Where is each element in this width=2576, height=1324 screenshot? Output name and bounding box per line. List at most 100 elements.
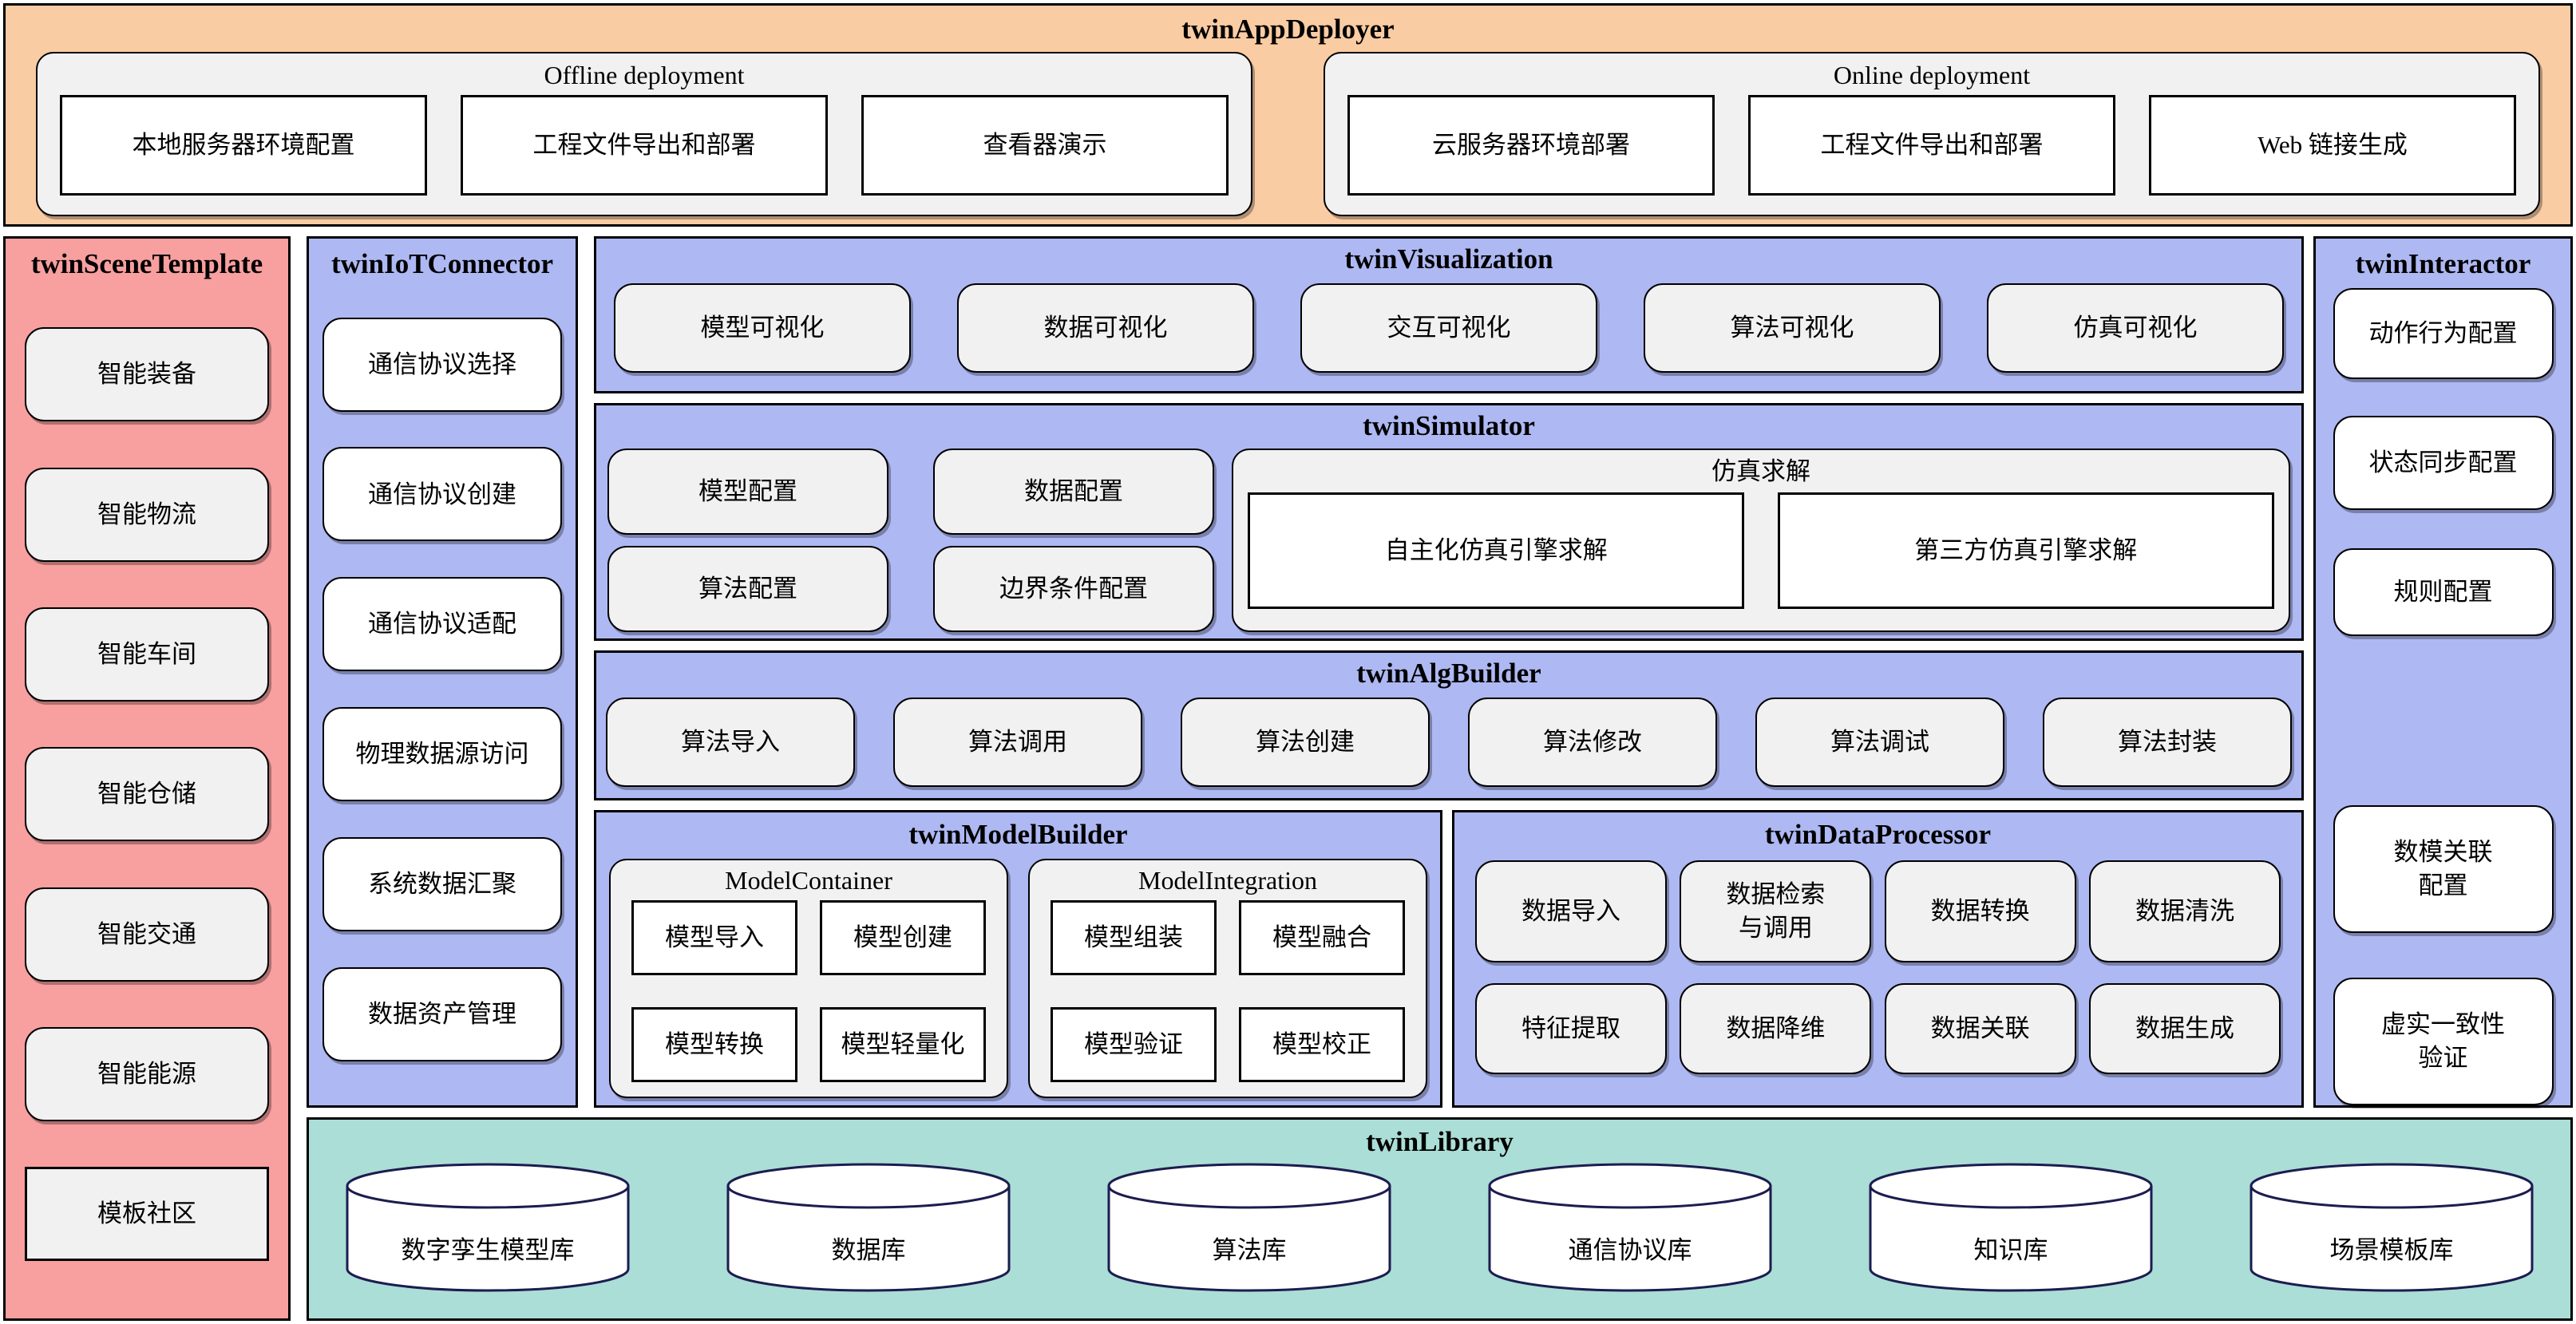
model-container-title: ModelContainer bbox=[725, 865, 892, 895]
model-integration-grid: 模型组装 模型融合 模型验证 模型校正 bbox=[1030, 900, 1426, 1083]
database-cylinder-algorithm-lib: 算法库 bbox=[1106, 1161, 1393, 1294]
scene-item-smart-workshop: 智能车间 bbox=[25, 607, 269, 702]
cylinder-label: 数字孪生模型库 bbox=[401, 1235, 575, 1264]
offline-deployment-boxes: 本地服务器环境配置 工程文件导出和部署 查看器演示 bbox=[38, 95, 1251, 196]
offline-item-viewer-demo: 查看器演示 bbox=[861, 95, 1229, 196]
panel-twin-iot-connector: twinIoTConnector 通信协议选择 通信协议创建 通信协议适配 物理… bbox=[307, 236, 578, 1108]
scene-item-smart-warehouse: 智能仓储 bbox=[25, 747, 269, 842]
model-builder-groups: ModelContainer 模型导入 模型创建 模型转换 模型轻量化 Mode… bbox=[596, 858, 1440, 1098]
inter-item-data-model-link-config: 数模关联 配置 bbox=[2333, 804, 2554, 933]
panel-twin-model-builder: twinModelBuilder ModelContainer 模型导入 模型创… bbox=[594, 810, 1442, 1108]
iot-item-system-data-aggregate: 系统数据汇聚 bbox=[322, 836, 562, 931]
visualization-title: twinVisualization bbox=[1344, 243, 1553, 275]
alg-item-create: 算法创建 bbox=[1181, 697, 1430, 787]
simulator-title: twinSimulator bbox=[1363, 410, 1535, 441]
solver-item-native-engine: 自主化仿真引擎求解 bbox=[1248, 492, 1745, 609]
scene-template-title: twinSceneTemplate bbox=[30, 248, 263, 279]
cylinder-icon bbox=[2250, 1163, 2534, 1292]
online-deployment-title: Online deployment bbox=[1833, 60, 2031, 89]
viz-item-model: 模型可视化 bbox=[614, 283, 911, 373]
inter-item-state-sync-config: 状态同步配置 bbox=[2333, 415, 2554, 510]
simulation-solver-title: 仿真求解 bbox=[1711, 456, 1810, 485]
alg-item-invoke: 算法调用 bbox=[893, 697, 1142, 787]
iot-item-protocol-select: 通信协议选择 bbox=[322, 317, 562, 412]
panel-twin-interactor: twinInteractor 动作行为配置 状态同步配置 规则配置 数模关联 配… bbox=[2313, 236, 2573, 1108]
mc-item-model-lightweight: 模型轻量化 bbox=[820, 1007, 986, 1083]
offline-deployment-title: Offline deployment bbox=[544, 60, 745, 89]
model-container-group: ModelContainer 模型导入 模型创建 模型转换 模型轻量化 bbox=[609, 858, 1008, 1098]
cylinder-label: 数据库 bbox=[831, 1235, 906, 1264]
inter-item-rule-config: 规则配置 bbox=[2333, 547, 2554, 636]
model-container-grid: 模型导入 模型创建 模型转换 模型轻量化 bbox=[611, 900, 1007, 1083]
iot-item-physical-data-access: 物理数据源访问 bbox=[322, 707, 562, 802]
mi-item-model-assemble: 模型组装 bbox=[1051, 900, 1217, 976]
database-cylinder-data-lib: 数据库 bbox=[725, 1161, 1012, 1294]
online-item-project-export-deploy: 工程文件导出和部署 bbox=[1748, 95, 2115, 196]
cylinder-icon bbox=[1488, 1163, 1772, 1292]
panel-twin-simulator: twinSimulator 模型配置 数据配置 算法配置 边界条件配置 仿真求解… bbox=[594, 403, 2304, 641]
data-processor-row-1: 数据导入 数据检索 与调用 数据转换 数据清洗 bbox=[1454, 860, 2301, 962]
inter-item-virtual-real-consistency: 虚实一致性 验证 bbox=[2333, 977, 2554, 1105]
interactor-title: twinInteractor bbox=[2355, 248, 2531, 279]
cylinder-icon bbox=[1107, 1163, 1391, 1292]
dp-item-data-associate: 数据关联 bbox=[1884, 982, 2076, 1074]
mi-item-model-fuse: 模型融合 bbox=[1239, 900, 1405, 976]
model-builder-title: twinModelBuilder bbox=[908, 819, 1128, 850]
visualization-list: 模型可视化 数据可视化 交互可视化 算法可视化 仿真可视化 bbox=[596, 283, 2301, 373]
dp-item-data-import: 数据导入 bbox=[1475, 860, 1667, 962]
panel-twin-library: twinLibrary 数字孪生模型库 数据库 bbox=[307, 1117, 2573, 1321]
solver-item-third-party-engine: 第三方仿真引擎求解 bbox=[1777, 492, 2274, 609]
simulator-config-grid: 模型配置 数据配置 算法配置 边界条件配置 bbox=[607, 448, 1214, 632]
offline-deployment-group: Offline deployment 本地服务器环境配置 工程文件导出和部署 查… bbox=[36, 51, 1252, 216]
online-item-cloud-server-deploy: 云服务器环境部署 bbox=[1347, 95, 1715, 196]
online-deployment-boxes: 云服务器环境部署 工程文件导出和部署 Web 链接生成 bbox=[1325, 95, 2538, 196]
scene-item-template-community: 模板社区 bbox=[25, 1167, 269, 1262]
scene-item-smart-equipment: 智能装备 bbox=[25, 327, 269, 422]
panel-twin-app-deployer: twinAppDeployer Offline deployment 本地服务器… bbox=[3, 3, 2573, 227]
sim-item-model-config: 模型配置 bbox=[607, 448, 888, 535]
simulation-solver-boxes: 自主化仿真引擎求解 第三方仿真引擎求解 bbox=[1233, 492, 2289, 609]
mi-item-model-verify: 模型验证 bbox=[1051, 1007, 1217, 1083]
panel-twin-alg-builder: twinAlgBuilder 算法导入 算法调用 算法创建 算法修改 算法调试 … bbox=[594, 650, 2304, 800]
online-deployment-group: Online deployment 云服务器环境部署 工程文件导出和部署 Web… bbox=[1324, 51, 2540, 216]
viz-item-data: 数据可视化 bbox=[957, 283, 1254, 373]
dp-item-data-generate: 数据生成 bbox=[2088, 982, 2281, 1074]
offline-item-project-export-deploy: 工程文件导出和部署 bbox=[461, 95, 828, 196]
cylinder-label: 知识库 bbox=[1973, 1235, 2048, 1264]
scene-template-list: 智能装备 智能物流 智能车间 智能仓储 智能交通 智能能源 模板社区 bbox=[6, 282, 288, 1307]
dp-item-data-convert: 数据转换 bbox=[1884, 860, 2076, 962]
panel-twin-visualization: twinVisualization 模型可视化 数据可视化 交互可视化 算法可视… bbox=[594, 236, 2304, 393]
scene-item-smart-energy: 智能能源 bbox=[25, 1027, 269, 1121]
interactor-list: 动作行为配置 状态同步配置 规则配置 数模关联 配置 虚实一致性 验证 bbox=[2316, 282, 2570, 1105]
cylinder-label: 场景模板库 bbox=[2329, 1235, 2454, 1264]
cylinder-icon bbox=[1869, 1163, 2153, 1292]
scene-item-smart-traffic: 智能交通 bbox=[25, 887, 269, 982]
alg-item-package: 算法封装 bbox=[2043, 697, 2292, 787]
iot-item-data-asset-manage: 数据资产管理 bbox=[322, 966, 562, 1061]
alg-item-debug: 算法调试 bbox=[1755, 697, 2004, 787]
iot-connector-list: 通信协议选择 通信协议创建 通信协议适配 物理数据源访问 系统数据汇聚 数据资产… bbox=[309, 282, 576, 1097]
library-title: twinLibrary bbox=[1366, 1126, 1514, 1157]
data-processor-row-2: 特征提取 数据降维 数据关联 数据生成 bbox=[1454, 982, 2301, 1074]
app-deployer-title: twinAppDeployer bbox=[1181, 14, 1395, 45]
offline-item-local-server-config: 本地服务器环境配置 bbox=[60, 95, 427, 196]
scene-item-smart-logistics: 智能物流 bbox=[25, 467, 269, 562]
mi-item-model-calibrate: 模型校正 bbox=[1239, 1007, 1405, 1083]
database-cylinder-protocol-lib: 通信协议库 bbox=[1486, 1161, 1774, 1294]
dp-item-data-clean: 数据清洗 bbox=[2088, 860, 2281, 962]
alg-builder-title: twinAlgBuilder bbox=[1356, 658, 1541, 689]
sim-item-algorithm-config: 算法配置 bbox=[607, 545, 888, 632]
viz-item-simulation: 仿真可视化 bbox=[1987, 283, 2284, 373]
sim-item-boundary-config: 边界条件配置 bbox=[933, 545, 1214, 632]
cylinder-label: 算法库 bbox=[1212, 1235, 1287, 1264]
mc-item-model-convert: 模型转换 bbox=[631, 1007, 797, 1083]
simulation-solver-group: 仿真求解 自主化仿真引擎求解 第三方仿真引擎求解 bbox=[1232, 448, 2290, 632]
inter-item-action-behavior-config: 动作行为配置 bbox=[2333, 287, 2554, 379]
alg-item-import: 算法导入 bbox=[606, 697, 855, 787]
cylinder-label: 通信协议库 bbox=[1568, 1235, 1692, 1264]
viz-item-algorithm: 算法可视化 bbox=[1644, 283, 1941, 373]
viz-item-interaction: 交互可视化 bbox=[1300, 283, 1597, 373]
panel-twin-scene-template: twinSceneTemplate 智能装备 智能物流 智能车间 智能仓储 智能… bbox=[3, 236, 291, 1321]
sim-item-data-config: 数据配置 bbox=[933, 448, 1214, 535]
